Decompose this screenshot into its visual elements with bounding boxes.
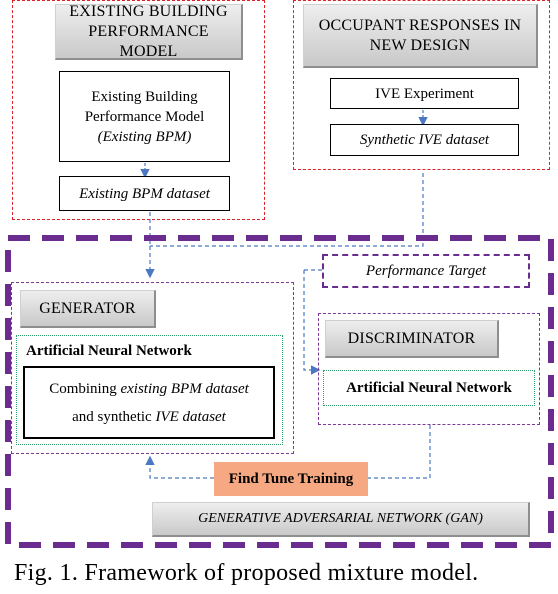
generator-header: GENERATOR	[20, 290, 156, 328]
existing-bpm-line3: (Existing BPM)	[97, 128, 192, 145]
arrow-feedback-to-generator	[145, 455, 214, 479]
generator-ann-label: Artificial Neural Network	[26, 343, 192, 359]
synthetic-ive-dataset-text: Synthetic IVE dataset	[359, 132, 490, 148]
arrow-generator-to-discriminator	[303, 270, 321, 375]
discriminator-ann-text: Artificial Neural Network	[346, 380, 512, 396]
existing-bpm-line1: Existing Building	[91, 88, 198, 105]
occupant-section	[293, 0, 550, 170]
synthetic-ive-dataset: Synthetic IVE dataset	[330, 124, 519, 156]
discriminator-section	[318, 313, 540, 425]
fine-tune-text: Find Tune Training	[228, 471, 354, 487]
combine-line1-prefix: Combining	[49, 380, 117, 397]
performance-target-box: Performance Target	[322, 254, 530, 288]
existing-bpm-dataset: Existing BPM dataset	[59, 176, 230, 211]
generator-ann-box	[16, 335, 283, 445]
combine-line1: Combining existing BPM dataset	[49, 379, 249, 399]
figure-caption: Fig. 1. Framework of proposed mixture mo…	[14, 560, 479, 586]
occupant-header-text: OCCUPANT RESPONSES IN NEW DESIGN	[318, 16, 522, 54]
existing-bpm-header: EXISTING BUILDING PERFORMANCE MODEL	[55, 2, 243, 60]
existing-bpm-header-text: EXISTING BUILDING PERFORMANCE MODEL	[69, 2, 228, 60]
existing-bpm-section	[12, 0, 265, 220]
fine-tune-box: Find Tune Training	[214, 462, 368, 496]
existing-bpm-box: Existing Building Performance Model (Exi…	[59, 71, 230, 162]
combine-datasets-box: Combining existing BPM dataset and synth…	[23, 366, 275, 439]
generator-header-text: GENERATOR	[39, 299, 136, 317]
generator-section	[11, 282, 294, 454]
discriminator-header: DISCRIMINATOR	[325, 320, 499, 358]
combine-line2-prefix: and synthetic	[72, 408, 152, 425]
combine-line2: and synthetic IVE dataset	[72, 407, 226, 427]
ive-experiment-box: IVE Experiment	[330, 78, 519, 109]
occupant-header: OCCUPANT RESPONSES IN NEW DESIGN	[303, 4, 538, 68]
gan-label-box: GENERATIVE ADVERSARIAL NETWORK (GAN)	[152, 502, 530, 537]
ive-experiment-text: IVE Experiment	[375, 85, 474, 102]
discriminator-ann-box: Artificial Neural Network	[323, 370, 535, 406]
performance-target-text: Performance Target	[365, 263, 487, 279]
combine-line1-italic: existing BPM dataset	[120, 380, 249, 397]
discriminator-header-text: DISCRIMINATOR	[347, 329, 476, 347]
combine-line2-italic: IVE dataset	[155, 408, 226, 425]
gan-label-text: GENERATIVE ADVERSARIAL NETWORK (GAN)	[198, 511, 483, 526]
existing-bpm-line2: Performance Model	[84, 108, 205, 125]
line-discriminator-feedback	[368, 425, 431, 479]
existing-bpm-dataset-text: Existing BPM dataset	[79, 185, 210, 202]
